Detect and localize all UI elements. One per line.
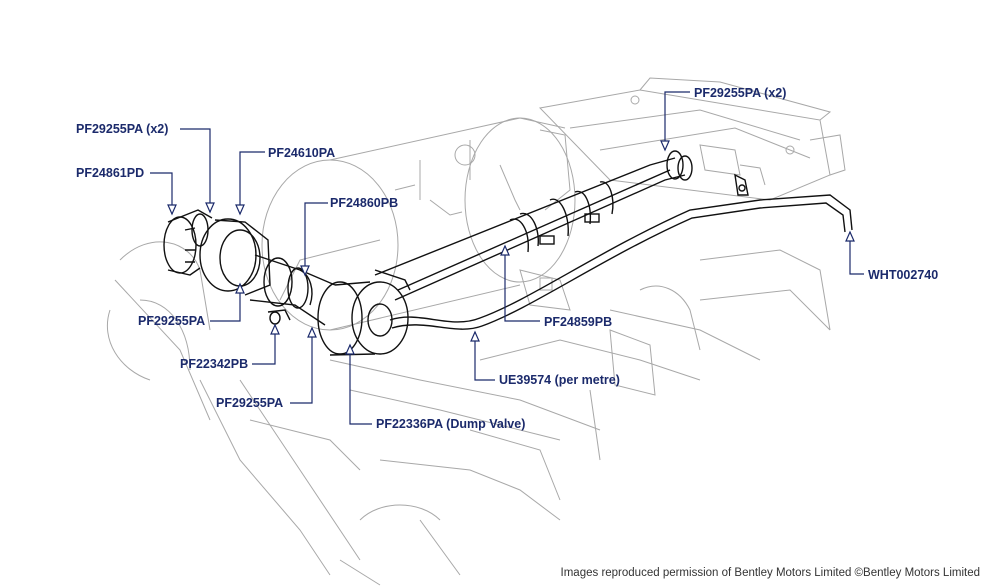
arrowhead-pf24859pb [500, 244, 510, 256]
arrowhead-pf29255pa-x2-right [660, 140, 670, 152]
leader-pf29255pa-x2-right [664, 91, 690, 150]
arrowhead-pf29255pa-b [307, 326, 317, 338]
callout-pf24861pd[interactable]: PF24861PD [76, 166, 145, 180]
leader-pf22336pa [349, 345, 372, 425]
callout-ue39574[interactable]: UE39574 (per metre) [499, 373, 620, 387]
leader-pf29255pa-b [290, 328, 313, 404]
callout-pf24610pa[interactable]: PF24610PA [268, 146, 336, 160]
arrowhead-pf24610pa [235, 204, 245, 216]
arrowhead-pf22336pa [345, 343, 355, 355]
leader-wht002740 [849, 232, 864, 275]
leader-pf24860pb [304, 202, 328, 275]
leader-ue39574 [474, 332, 495, 381]
arrowhead-pf24861pd [167, 204, 177, 216]
leader-lines [150, 91, 864, 425]
leader-pf29255pa-x2-left [180, 128, 211, 212]
leader-pf29255pa-a [210, 284, 241, 322]
callout-pf29255pa-x2-right[interactable]: PF29255PA (x2) [694, 86, 787, 100]
leader-pf24610pa [239, 151, 265, 214]
leader-pf22342pb [252, 325, 276, 365]
arrowhead-pf24860pb [300, 265, 310, 277]
intake-pipe-assembly [163, 150, 853, 356]
callout-pf29255pa-a[interactable]: PF29255PA [138, 314, 206, 328]
callout-wht002740[interactable]: WHT002740 [868, 268, 939, 282]
arrowhead-pf29255pa-x2-left [205, 202, 215, 214]
callout-pf24859pb[interactable]: PF24859PB [544, 315, 613, 329]
arrowhead-wht002740 [845, 230, 855, 242]
copyright-credit: Images reproduced permission of Bentley … [560, 567, 980, 579]
arrowhead-pf22342pb [270, 323, 280, 335]
leader-pf24859pb [504, 246, 540, 322]
arrowhead-pf29255pa-a [235, 282, 245, 294]
callout-pf22336pa[interactable]: PF22336PA (Dump Valve) [376, 417, 526, 431]
callout-pf22342pb[interactable]: PF22342PB [180, 357, 249, 371]
callout-pf29255pa-b[interactable]: PF29255PA [216, 396, 284, 410]
engine-background [106, 77, 846, 586]
callout-pf29255pa-x2-left[interactable]: PF29255PA (x2) [76, 122, 169, 136]
leader-pf24861pd [150, 172, 173, 214]
callout-pf24860pb[interactable]: PF24860PB [330, 196, 399, 210]
arrowhead-ue39574 [470, 330, 480, 342]
